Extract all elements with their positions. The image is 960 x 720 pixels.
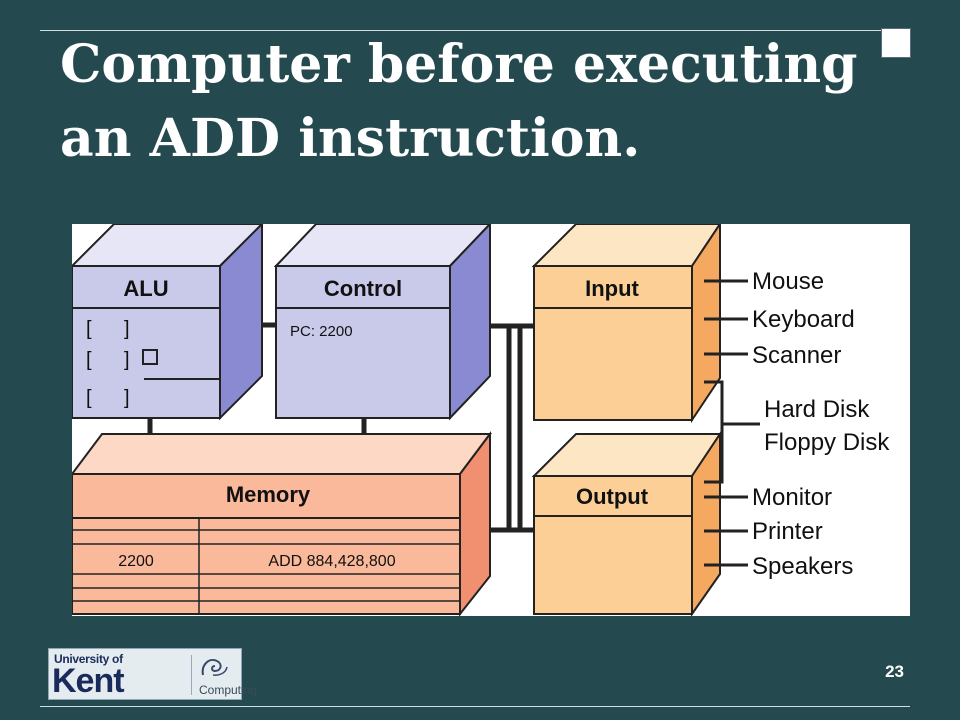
swirl-icon — [201, 659, 228, 676]
alu-register-2-close: ] — [124, 349, 130, 371]
computer-diagram: ALU [ ] [ ] [ ] Control PC: 2200 — [72, 224, 910, 616]
logo-divider — [191, 655, 192, 695]
slide-title: Computer before executing an ADD instruc… — [60, 28, 870, 176]
alu-register-3-close: ] — [124, 387, 130, 409]
alu-register-3-open: [ — [86, 387, 92, 409]
device-monitor: Monitor — [752, 484, 832, 511]
bottom-rule — [40, 706, 910, 707]
program-counter: PC: 2200 — [290, 323, 353, 340]
memory-label: Memory — [226, 482, 311, 507]
output-label: Output — [576, 484, 649, 509]
university-logo: University of Kent Computing — [48, 648, 257, 700]
alu-register-2-open: [ — [86, 349, 92, 371]
alu-box — [72, 224, 264, 421]
memory-contents: ADD 884,428,800 — [268, 553, 395, 570]
alu-register-1-close: ] — [124, 318, 130, 340]
control-box — [273, 224, 492, 421]
control-label: Control — [324, 276, 402, 301]
logo-name: Kent — [52, 662, 125, 700]
device-scanner: Scanner — [752, 342, 841, 369]
corner-square — [881, 28, 911, 58]
logo-department: Computing — [199, 683, 258, 697]
device-mouse: Mouse — [752, 268, 824, 295]
page-number: 23 — [885, 662, 904, 681]
memory-address: 2200 — [118, 553, 154, 570]
alu-register-1-open: [ — [86, 318, 92, 340]
top-rule — [40, 30, 910, 31]
device-speakers: Speakers — [752, 553, 853, 580]
title-line-1: Computer before executing — [60, 34, 858, 95]
memory-box — [72, 431, 492, 616]
device-hard-disk: Hard Disk — [764, 396, 870, 423]
alu-label: ALU — [123, 276, 168, 301]
device-keyboard: Keyboard — [752, 306, 855, 333]
logo-university: University of — [54, 652, 123, 666]
device-floppy-disk: Floppy Disk — [764, 429, 890, 456]
input-box — [531, 224, 722, 424]
output-box — [531, 430, 722, 616]
device-printer: Printer — [752, 518, 823, 545]
input-label: Input — [585, 276, 639, 301]
system-bus — [490, 323, 534, 533]
device-connectors — [704, 279, 760, 567]
title-line-2: an ADD instruction. — [60, 108, 641, 169]
